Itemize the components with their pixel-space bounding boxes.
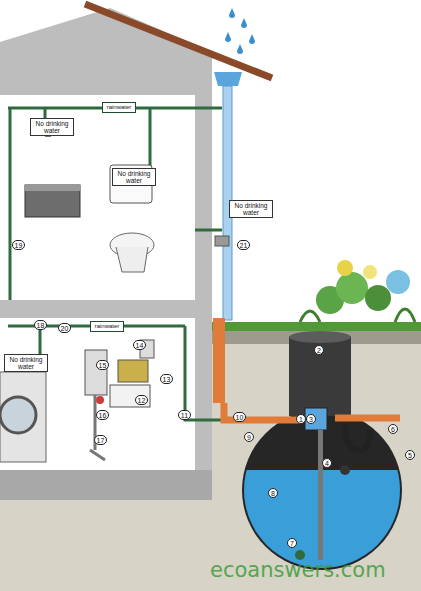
callout-number: 13	[160, 374, 173, 384]
callout-number: 15	[96, 360, 109, 370]
sign-text: No drinking water	[32, 120, 72, 134]
rainwater-tank	[224, 331, 410, 580]
lower-room	[0, 318, 195, 470]
drain-pipe	[213, 318, 225, 403]
callout-number: 10	[233, 412, 246, 422]
callout-number: 18	[34, 320, 47, 330]
sign-tag: No drinking water	[229, 200, 273, 218]
foundation	[0, 470, 212, 500]
callout-number: 3	[306, 414, 316, 424]
washing-machine	[0, 372, 46, 462]
sign-text: rainwater	[107, 104, 132, 111]
sign-tag: rainwater	[90, 321, 124, 332]
callout-number: 20	[58, 323, 71, 333]
valve	[215, 236, 229, 246]
pump-unit	[85, 340, 154, 460]
callout-number: 12	[135, 395, 148, 405]
wash-basin	[25, 125, 80, 217]
sign-tag: No drinking water	[30, 118, 74, 136]
callout-number: 9	[244, 432, 254, 442]
sign-text: No drinking water	[6, 356, 46, 370]
sign-tag: rainwater	[102, 102, 136, 113]
upper-room	[0, 95, 195, 300]
callout-number: 19	[12, 240, 25, 250]
house-wall	[0, 8, 212, 500]
callout-number: 1	[296, 414, 306, 424]
sign-text: rainwater	[95, 323, 120, 330]
grass	[212, 322, 421, 331]
roof	[85, 4, 272, 78]
gutter	[214, 72, 242, 86]
callout-number: 4	[322, 458, 332, 468]
callout-number: 21	[237, 240, 250, 250]
callout-number: 6	[388, 424, 398, 434]
rain-drops	[225, 8, 255, 54]
sign-text: No drinking water	[231, 202, 271, 216]
sign-text: No drinking water	[114, 170, 154, 184]
callout-number: 14	[133, 340, 146, 350]
callout-number: 7	[287, 538, 297, 548]
callout-number: 16	[96, 410, 109, 420]
plants	[300, 260, 415, 322]
callout-number: 11	[178, 410, 191, 420]
callout-number: 17	[94, 435, 107, 445]
callout-number: 2	[314, 345, 324, 355]
sign-tag: No drinking water	[4, 354, 48, 372]
topsoil	[212, 330, 421, 344]
callout-number: 8	[268, 488, 278, 498]
callout-number: 5	[405, 450, 415, 460]
sign-tag: No drinking water	[112, 168, 156, 186]
watermark: ecoanswers.com	[210, 558, 386, 582]
